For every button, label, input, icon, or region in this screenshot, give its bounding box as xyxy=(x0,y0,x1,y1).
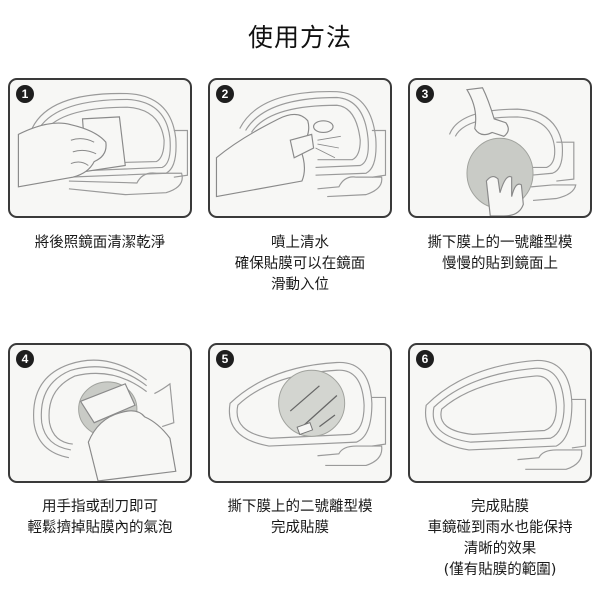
step-number-badge: 3 xyxy=(416,85,434,103)
step-2-illustration-panel: 2 xyxy=(208,78,392,218)
caption-line: 車鏡碰到雨水也能保持 xyxy=(427,520,573,536)
caption-line: 確保貼膜可以在鏡面 xyxy=(234,256,366,272)
step-3-caption: 撕下膜上的一號離型模 慢慢的貼到鏡面上 xyxy=(400,233,600,275)
step-1-illustration-panel: 1 xyxy=(8,78,192,218)
step-5-illustration-panel: 5 xyxy=(208,343,392,483)
step-number-badge: 2 xyxy=(216,85,234,103)
squeegee-bubbles-illustration xyxy=(33,359,177,481)
peel-film-illustration xyxy=(448,87,577,216)
caption-line: 撕下膜上的二號離型模 xyxy=(227,499,373,515)
caption-line: 滑動入位 xyxy=(271,277,329,293)
step-4-illustration-panel: 4 xyxy=(8,343,192,483)
peel-second-film-illustration xyxy=(228,361,387,467)
caption-line: 噴上清水 xyxy=(271,235,329,251)
finished-mirror-illustration xyxy=(424,359,587,470)
caption-line: 用手指或刮刀即可 xyxy=(42,499,158,515)
caption-line: 清晰的效果 xyxy=(463,541,537,557)
caption-line: 輕鬆擠掉貼膜內的氣泡 xyxy=(27,520,173,536)
step-4-caption: 用手指或刮刀即可 輕鬆擠掉貼膜內的氣泡 xyxy=(0,497,200,539)
caption-line: 撕下膜上的一號離型模 xyxy=(427,235,573,251)
spray-bottle-illustration xyxy=(215,91,387,198)
step-1-caption: 將後照鏡面清潔乾淨 xyxy=(0,233,200,254)
caption-line: 完成貼膜 xyxy=(471,499,529,515)
step-number-badge: 4 xyxy=(16,350,34,368)
step-6-caption: 完成貼膜 車鏡碰到雨水也能保持 清晰的效果 (僅有貼膜的範圍) xyxy=(400,497,600,581)
step-number-badge: 6 xyxy=(416,350,434,368)
caption-line: 慢慢的貼到鏡面上 xyxy=(442,256,558,272)
caption-line: 完成貼膜 xyxy=(271,520,329,536)
step-6-illustration-panel: 6 xyxy=(408,343,592,483)
caption-line: (僅有貼膜的範圍) xyxy=(443,562,557,578)
page-title: 使用方法 xyxy=(247,23,352,52)
step-3-illustration-panel: 3 xyxy=(408,78,592,218)
caption-line: 將後照鏡面清潔乾淨 xyxy=(34,235,166,251)
step-2-caption: 噴上清水 確保貼膜可以在鏡面 滑動入位 xyxy=(200,233,400,296)
step-number-badge: 5 xyxy=(216,350,234,368)
mirror-wiping-hand-illustration xyxy=(17,92,189,196)
step-5-caption: 撕下膜上的二號離型模 完成貼膜 xyxy=(200,497,400,539)
step-number-badge: 1 xyxy=(16,85,34,103)
